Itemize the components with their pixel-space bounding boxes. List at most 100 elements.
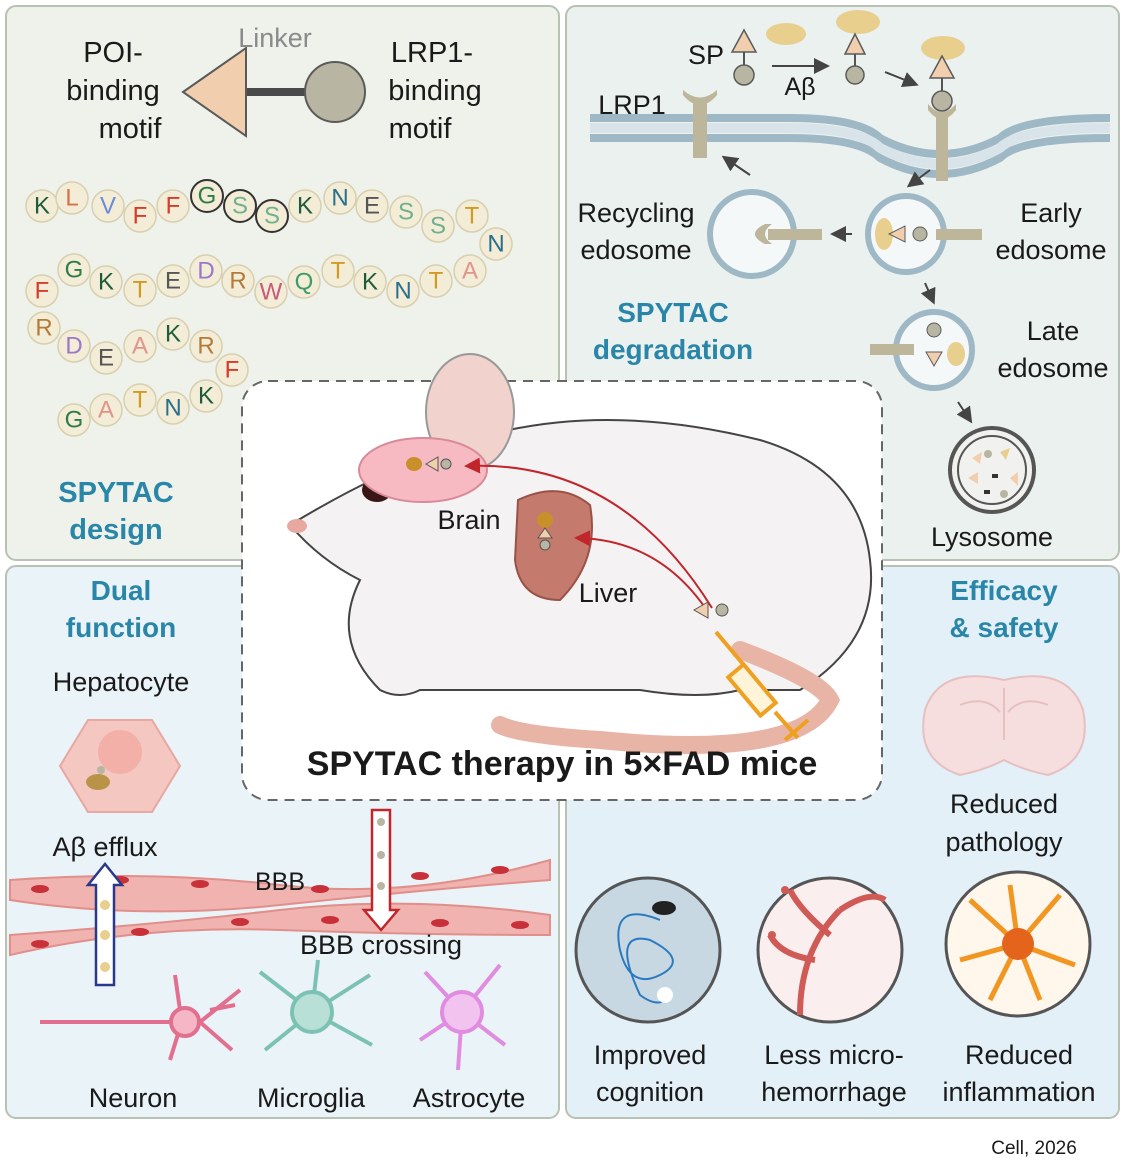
degradation-title-1: SPYTAC (617, 297, 729, 328)
abeta-label: Aβ (784, 73, 815, 101)
amino-acid-letter: S (430, 213, 446, 240)
amino-acid-bead (190, 179, 224, 213)
amino-acid-bead (57, 253, 91, 287)
amino-acid-letter: L (65, 185, 78, 212)
amino-acid-letter: K (165, 321, 181, 348)
amino-acid-bead (123, 273, 157, 307)
amino-acid-letter: K (198, 383, 214, 410)
poi-label-1: POI- (83, 37, 143, 69)
amino-acid-bead (223, 189, 257, 223)
amino-acid-letter: N (487, 231, 504, 258)
amino-acid-bead (287, 265, 321, 299)
cognition-label-1: Improved (594, 1040, 707, 1070)
amino-acid-bead (189, 329, 223, 363)
amino-acid-letter: K (297, 193, 313, 220)
amino-acid-bead (389, 195, 423, 229)
amino-acid-letter: E (98, 345, 114, 372)
cognition-label-2: cognition (596, 1077, 704, 1107)
amino-acid-letter: T (133, 387, 148, 414)
amino-acid-letter: S (232, 193, 248, 220)
mouse-illustration (287, 353, 873, 754)
amino-acid-bead (215, 353, 249, 387)
amino-acid-bead (91, 189, 125, 223)
pathology-label-1: Reduced (950, 789, 1058, 819)
amino-acid-letter: T (331, 258, 346, 285)
neuron-label: Neuron (89, 1083, 178, 1113)
hemorrhage-icon (756, 876, 904, 1024)
lrp1-receptor-label: LRP1 (598, 90, 666, 120)
brain-section (922, 675, 1086, 777)
amino-acid-bead (89, 341, 123, 375)
lrp1-receptor (683, 90, 717, 158)
sp-abeta-complex (843, 32, 867, 85)
amino-acid-bead (27, 311, 61, 345)
liver-organ (513, 490, 593, 602)
lrp1-label-1: LRP1- (391, 37, 473, 69)
amino-acid-letter: E (364, 193, 380, 220)
inflammation-icon (944, 870, 1092, 1018)
neuron-cell (40, 974, 242, 1061)
amino-acid-bead (123, 199, 157, 233)
lysosome (948, 426, 1036, 514)
microglia-label: Microglia (257, 1083, 366, 1113)
recycling-endosome (707, 189, 822, 279)
amino-acid-bead (57, 329, 91, 363)
amino-acid-bead (323, 181, 357, 215)
amino-acid-letter: T (429, 268, 444, 295)
amino-acid-letter: F (35, 278, 50, 305)
lysosome-label: Lysosome (931, 522, 1053, 552)
amino-acid-bead (89, 393, 123, 427)
late-label-2: edosome (997, 353, 1108, 383)
syringe (714, 630, 810, 742)
amino-acid-bead (321, 254, 355, 288)
amino-acid-letter: A (132, 333, 148, 360)
amino-acid-letter: F (225, 357, 240, 384)
amino-acid-bead (221, 264, 255, 298)
pathology-label-2: pathology (945, 827, 1063, 857)
amino-acid-bead (55, 181, 89, 215)
amino-acid-letter: G (65, 257, 84, 284)
amino-acid-bead (453, 254, 487, 288)
amino-acid-letter: R (229, 268, 246, 295)
amino-acid-bead (386, 274, 420, 308)
early-label-1: Early (1020, 198, 1082, 228)
abeta-oligomer-2 (836, 10, 880, 34)
amino-acid-letter: R (35, 315, 52, 342)
amino-acid-letter: D (197, 258, 214, 285)
amino-acid-bead (57, 403, 91, 437)
brain-label: Brain (437, 505, 500, 535)
amino-acid-bead (355, 189, 389, 223)
poi-label-3: motif (99, 113, 163, 145)
amino-acid-bead (353, 265, 387, 299)
amino-acid-letter: R (197, 333, 214, 360)
efficacy-title-1: Efficacy (950, 575, 1058, 606)
amino-acid-bead (156, 317, 190, 351)
amino-acid-letter: K (34, 193, 50, 220)
amino-acid-bead (156, 264, 190, 298)
amino-acid-bead (419, 264, 453, 298)
late-endosome (870, 309, 975, 391)
amino-acid-letter: F (166, 193, 181, 220)
lrp1-label-2: binding (388, 75, 482, 107)
amino-acid-letter: T (465, 203, 480, 230)
recycling-label-1: Recycling (577, 198, 694, 228)
inflammation-label-2: inflammation (942, 1077, 1095, 1107)
efflux-arrow (85, 862, 125, 987)
spytac-molecule (181, 46, 366, 138)
amino-acid-bead (25, 274, 59, 308)
amino-acid-letter: K (98, 269, 114, 296)
lrp1-binding-circle (304, 61, 366, 123)
amino-acid-bead (123, 383, 157, 417)
citation: Cell, 2026 (991, 1138, 1077, 1159)
amino-acid-letter: K (362, 269, 378, 296)
sp-molecule (730, 28, 758, 86)
poi-binding-triangle (181, 46, 247, 138)
inflammation-label-1: Reduced (965, 1040, 1073, 1070)
hepatocyte-label: Hepatocyte (53, 667, 190, 697)
hemorrhage-label-2: hemorrhage (761, 1077, 907, 1107)
late-label-1: Late (1027, 316, 1080, 346)
amino-acid-letter: Q (295, 269, 314, 296)
amino-acid-letter: T (133, 277, 148, 304)
